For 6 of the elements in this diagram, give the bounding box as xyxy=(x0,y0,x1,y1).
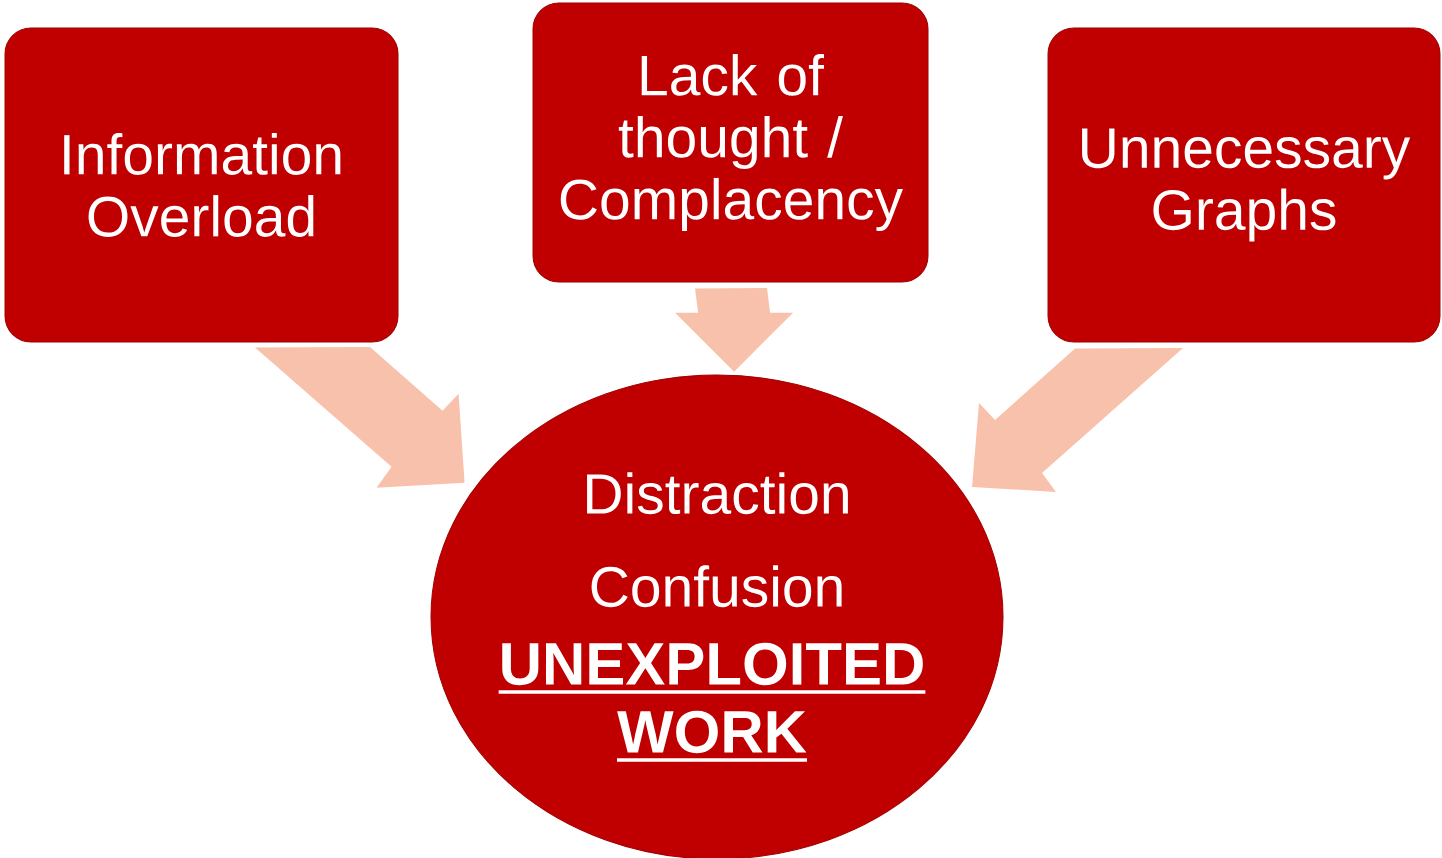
cause-box: Unnecessary Graphs xyxy=(1047,27,1441,343)
block-arrow xyxy=(972,348,1183,492)
block-arrow xyxy=(675,288,794,372)
block-arrow xyxy=(255,347,465,488)
cause-box: Information Overload xyxy=(4,27,399,343)
cause-box: Lack of thought / Complacency xyxy=(532,2,929,283)
